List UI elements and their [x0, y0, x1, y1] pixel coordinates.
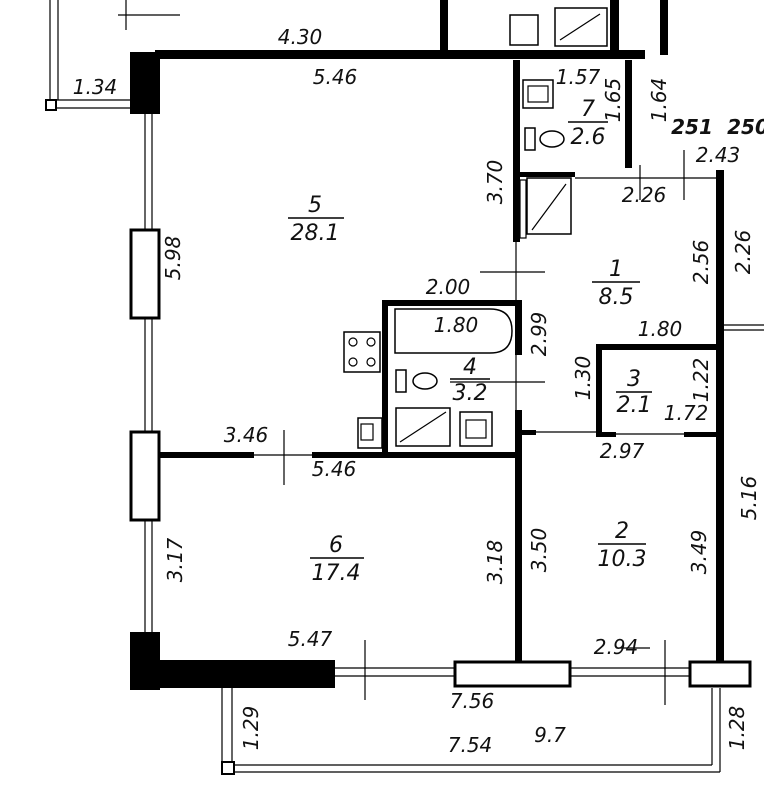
dim-label: 2.26 — [622, 183, 667, 207]
room-number: 7 — [581, 97, 595, 122]
dim-label: 5.47 — [288, 627, 333, 651]
dim-label: 2.26 — [731, 230, 755, 275]
room-5-label: 5 28.1 — [288, 193, 344, 246]
dim-label: 3.17 — [163, 537, 187, 582]
wc-sink-icon — [522, 79, 554, 109]
dim-label: 5.46 — [313, 65, 358, 89]
dim-label: 2.56 — [689, 240, 713, 285]
stove-icon — [343, 331, 381, 373]
fixtures — [343, 79, 572, 449]
dim-label: 3.49 — [687, 530, 711, 575]
dim-label: 3.46 — [224, 423, 269, 447]
dimension-labels: 4.30 1.34 5.46 1.57 1.65 1.64 251 250 2.… — [73, 25, 764, 757]
dim-label: 1.57 — [556, 65, 601, 89]
room-2-label: 2 10.3 — [598, 519, 647, 572]
dim-label: 1.28 — [725, 706, 749, 751]
room-area: 17.4 — [312, 561, 361, 586]
dim-label: 2.43 — [696, 143, 741, 167]
balcony-bottom — [221, 688, 721, 775]
room-number: 4 — [463, 355, 477, 380]
dim-label: 3.50 — [527, 528, 551, 573]
room-area: 2.6 — [571, 125, 606, 150]
dim-label: 7.54 — [448, 733, 493, 757]
top-neighbour-wall — [155, 0, 668, 59]
room-4-label: 4 3.2 — [450, 355, 490, 406]
room-1-label: 1 8.5 — [592, 257, 640, 310]
dim-label: 250 — [727, 115, 764, 139]
outer-walls — [129, 52, 752, 690]
dim-label: 1.64 — [647, 78, 671, 123]
dim-label: 5.98 — [161, 236, 185, 281]
room-6-label: 6 17.4 — [310, 533, 364, 586]
dim-label: 9.7 — [534, 723, 566, 747]
room-number: 5 — [308, 193, 322, 218]
room-area: 28.1 — [291, 221, 340, 246]
dim-label: 1.34 — [73, 75, 118, 99]
dim-label: 1.30 — [571, 356, 595, 401]
room-area: 8.5 — [599, 285, 634, 310]
room-area: 3.2 — [453, 381, 488, 406]
dim-label: 3.70 — [483, 160, 507, 205]
dim-label: 251 — [671, 115, 713, 139]
bath-sink-icon — [459, 411, 493, 447]
dim-label: 1.80 — [638, 317, 683, 341]
room-labels: 5 28.1 6 17.4 1 8.5 2 10.3 3 2.1 4 3.2 — [288, 97, 652, 586]
room-number: 1 — [609, 257, 623, 282]
wc-toilet-icon — [524, 127, 565, 151]
dim-label: 2.00 — [426, 275, 471, 299]
dim-label: 1.80 — [434, 313, 479, 337]
room-area: 10.3 — [598, 547, 647, 572]
dim-label: 4.30 — [278, 25, 323, 49]
dim-label: 1.22 — [689, 358, 713, 403]
room-number: 3 — [627, 367, 641, 392]
shower-icon — [519, 177, 572, 239]
room-area: 2.1 — [617, 393, 652, 418]
dim-label: 5.46 — [312, 457, 357, 481]
dim-label: 7.56 — [450, 689, 495, 713]
room-3-label: 3 2.1 — [616, 367, 652, 418]
bathtub-icon — [394, 308, 513, 354]
room-7-label: 7 2.6 — [568, 97, 608, 150]
dimension-lines — [254, 150, 764, 705]
dim-label: 1.29 — [239, 706, 263, 751]
balcony-top-left — [45, 0, 180, 111]
dim-label: 5.16 — [737, 476, 761, 521]
dim-label: 1.72 — [664, 401, 709, 425]
room-number: 2 — [615, 519, 629, 544]
dim-label: 2.94 — [594, 635, 639, 659]
dim-label: 3.18 — [483, 540, 507, 585]
room-number: 6 — [329, 533, 343, 558]
kitchen-sink-icon — [357, 417, 383, 449]
dim-label: 1.65 — [601, 78, 625, 123]
toilet-icon — [395, 369, 438, 393]
dim-label: 2.97 — [600, 439, 645, 463]
washing-machine-icon — [395, 407, 451, 447]
dim-label: 2.99 — [527, 312, 551, 357]
interior-walls — [158, 60, 716, 663]
